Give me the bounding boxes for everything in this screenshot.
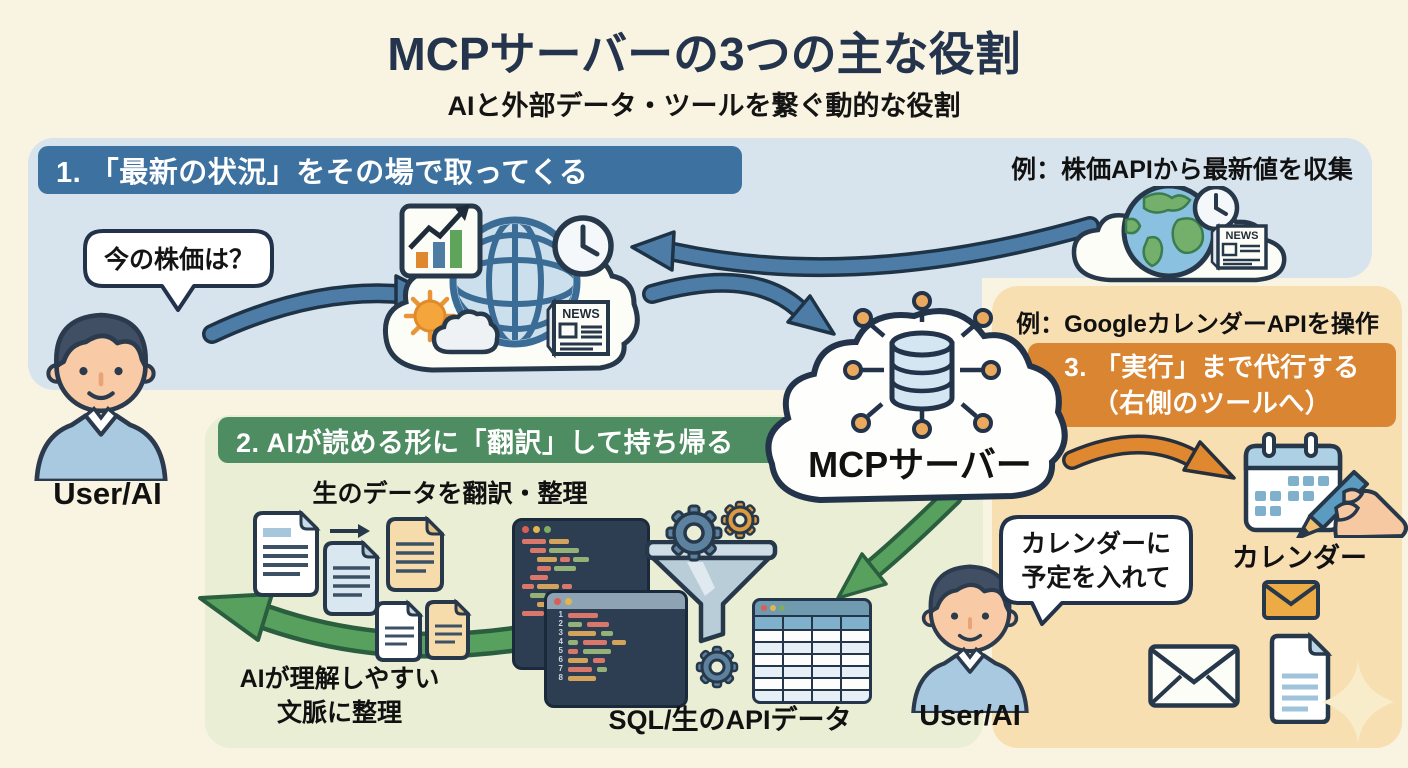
speech-bubble-stock: 今の株価は？ — [83, 229, 274, 312]
section1-header-text: 1. 「最新の状況」をその場で取ってくる — [56, 157, 589, 189]
sql-table-window — [752, 598, 872, 704]
hand-pen-icon — [1296, 470, 1408, 538]
gear-icon — [665, 504, 723, 562]
document-icon — [253, 509, 321, 597]
page-title: MCPサーバーの3つの主な役割 — [387, 28, 1021, 80]
news-text: NEWS — [562, 307, 600, 321]
document-icon — [425, 598, 472, 660]
mcp-cloud-group — [765, 291, 1068, 504]
raw-data-caption: 生のデータを翻訳・整理 — [312, 480, 588, 508]
speech-bubble-stock-text: 今の株価は？ — [104, 245, 254, 274]
news-text: NEWS — [1226, 230, 1259, 242]
news-icon: NEWS — [1210, 222, 1268, 272]
document-icon — [375, 599, 424, 662]
section2-header: 2. AIが読める形に「翻訳」して持ち帰る — [218, 417, 872, 463]
context-caption: AIが理解しやすい 文脈に整理 — [222, 662, 457, 730]
calendar-label: カレンダー — [1232, 543, 1367, 573]
speech-bubble-calendar-line1: カレンダーに — [1021, 529, 1171, 558]
database-hub-icon — [843, 291, 1001, 439]
user-ai-label-2: User/AI — [919, 700, 1021, 732]
section3-example-label: 例：GoogleカレンダーAPIを操作 — [1016, 311, 1379, 338]
news-icon: NEWS — [546, 297, 610, 359]
document-icon — [323, 539, 381, 616]
speech-bubble-calendar-line2: 予定を入れて — [1021, 563, 1170, 592]
sql-caption: SQL/生のAPIデータ — [608, 705, 852, 735]
window-controls — [515, 521, 647, 535]
earth-icon — [1121, 186, 1217, 279]
section3-header-line1: 3. 「実行」まで代行する — [1064, 352, 1360, 382]
gear-small-icon — [695, 645, 739, 689]
data-table — [755, 617, 869, 701]
data-cloud-group: NEWS — [382, 203, 640, 373]
context-caption-line1: AIが理解しやすい — [239, 665, 440, 693]
speech-bubble-calendar: カレンダーに 予定を入れて — [999, 515, 1193, 626]
user-ai-person-2 — [911, 564, 1029, 713]
context-caption-line2: 文脈に整理 — [276, 699, 402, 727]
transform-arrow-icon — [330, 524, 370, 538]
mcp-server-label: MCPサーバー — [808, 444, 1032, 485]
user-ai-person-1 — [34, 312, 168, 481]
envelope-small-icon — [1262, 580, 1320, 620]
document-icon — [386, 515, 446, 592]
stock-chart-icon — [399, 203, 483, 279]
calendar-icon — [1243, 432, 1343, 533]
weather-cloud-icon — [431, 309, 500, 355]
window-controls — [547, 593, 685, 609]
page-subtitle: AIと外部データ・ツールを繋ぐ動的な役割 — [447, 91, 961, 121]
stock-api-cloud-group: NEWS — [1071, 186, 1287, 283]
editor2-code-window: 1 2 3 4 5 6 7 8 — [544, 590, 688, 708]
window-controls — [755, 601, 869, 615]
clock-icon — [552, 215, 614, 277]
document-result-icon — [1269, 632, 1333, 724]
calendar-hand-group — [1243, 432, 1408, 538]
section3-header: 3. 「実行」まで代行する （右側のツールへ） — [1028, 343, 1396, 427]
clock-icon — [1192, 186, 1240, 232]
section1-example-label: 例：株価APIから最新値を収集 — [1011, 156, 1353, 184]
documents-group — [253, 509, 472, 662]
section2-header-text: 2. AIが読める形に「翻訳」して持ち帰る — [236, 427, 734, 458]
sparkle-icon — [1322, 660, 1394, 744]
section3-header-line2: （右側のツールへ） — [1092, 388, 1332, 418]
section1-header: 1. 「最新の状況」をその場で取ってくる — [38, 146, 742, 194]
gears-group — [665, 500, 760, 562]
gear-icon — [720, 500, 760, 540]
user-ai-label-1: User/AI — [53, 476, 162, 511]
envelope-large-icon — [1148, 644, 1240, 708]
